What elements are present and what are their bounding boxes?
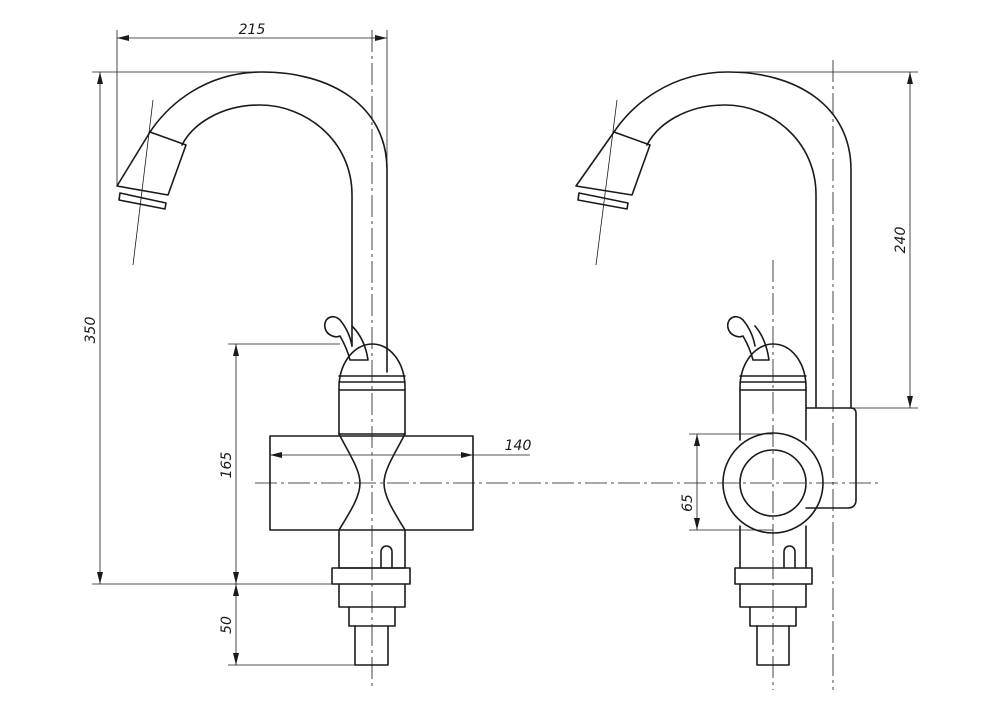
dim-width-plate: 140 bbox=[505, 438, 532, 454]
front-view bbox=[116, 30, 474, 690]
threaded-stud bbox=[354, 625, 389, 666]
dim-height-body: 165 bbox=[219, 452, 235, 479]
spout bbox=[149, 71, 388, 373]
spout-side bbox=[613, 71, 852, 409]
handle-lever bbox=[323, 316, 369, 361]
aerator-side bbox=[575, 131, 651, 210]
body-waist bbox=[338, 433, 406, 531]
dim-width-total: 215 bbox=[239, 22, 266, 38]
dim-height-spout: 240 bbox=[893, 227, 909, 254]
dim-diameter-outlet: 65 bbox=[680, 494, 696, 512]
heater-housing bbox=[805, 407, 857, 509]
body-side bbox=[739, 387, 807, 569]
outlet-ring-inner bbox=[739, 449, 807, 517]
side-dimensions: 240 65 bbox=[680, 71, 918, 531]
body-head bbox=[338, 343, 406, 435]
dim-height-base: 50 bbox=[219, 616, 235, 634]
dim-height-total: 350 bbox=[83, 317, 99, 344]
aerator bbox=[116, 131, 187, 210]
nut-side bbox=[734, 567, 813, 585]
nut bbox=[331, 567, 411, 585]
front-dimensions: 215 350 165 50 140 bbox=[83, 22, 880, 666]
handle-lever-side bbox=[726, 316, 770, 361]
side-view bbox=[575, 60, 857, 690]
mounting-plate bbox=[269, 435, 474, 531]
